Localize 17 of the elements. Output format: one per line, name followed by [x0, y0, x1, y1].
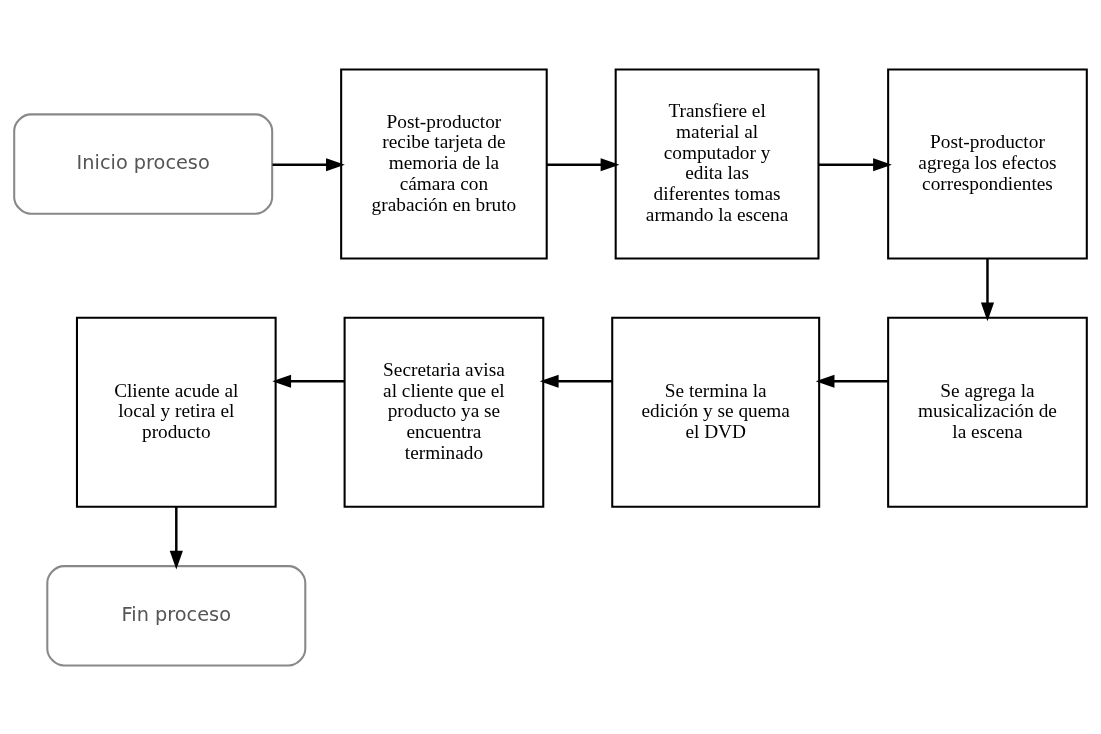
node-box: Inicio proceso [13, 112, 274, 215]
node-box: Post-productor recibe tarjeta de memoria de la cámara con grabación en bruto [340, 68, 548, 260]
arrow [815, 374, 888, 388]
node-box: Se termina la edición y se quema el DVD [611, 316, 821, 508]
node-box: Se agrega la musicalización de la escena [887, 316, 1088, 508]
arrow [980, 258, 995, 321]
arrow [169, 506, 183, 570]
node-box: Fin proceso [46, 564, 307, 666]
arrow [546, 157, 620, 171]
arrow [539, 374, 613, 388]
node-box: Cliente acude al local y retira el producto [75, 316, 277, 508]
node-box: Post-productor agrega los efectos correspondientes [887, 68, 1088, 260]
arrow [818, 157, 892, 171]
node-box: Transfiere el material al computador y edita las diferentes tomas armando la escena [614, 68, 820, 260]
arrow [272, 374, 345, 388]
arrow [272, 157, 345, 171]
node-box: Secretaria avisa al cliente que el producto ya se encuentra terminado [343, 316, 545, 508]
